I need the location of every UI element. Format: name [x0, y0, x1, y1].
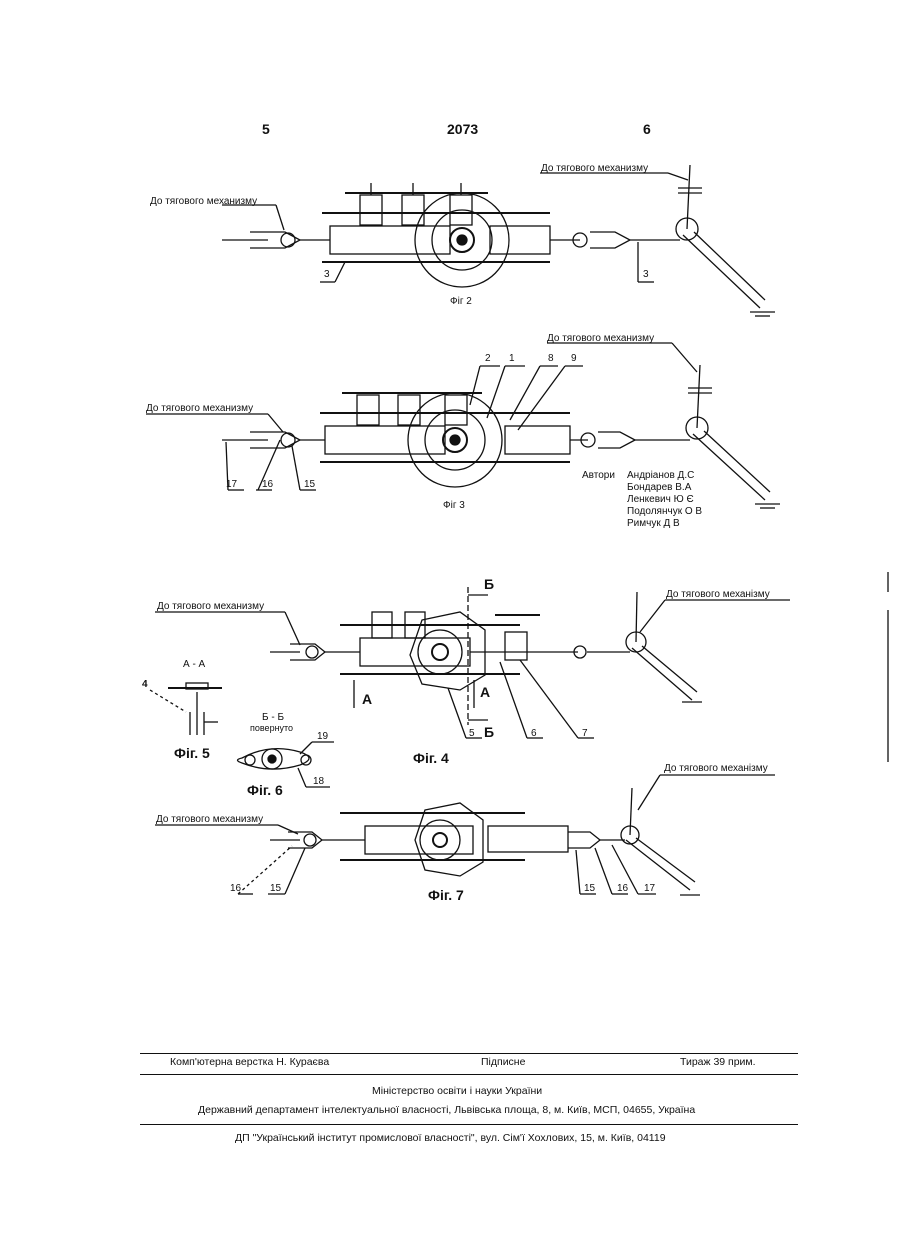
fig5-caption: Фіг. 5 [174, 745, 210, 761]
fig4-num-7: 7 [582, 728, 588, 739]
fig4-num-6: 6 [531, 728, 537, 739]
author-1: Андріанов Д.С [627, 470, 694, 481]
authors-label: Автори [582, 470, 615, 481]
fig7-label-right: До тягового механізму [664, 763, 768, 774]
fig3-num-17: 17 [226, 479, 237, 490]
footer-rule-top [140, 1053, 798, 1054]
fig4-section-a-left: А [362, 691, 372, 707]
fig4-label-left: До тягового механизму [157, 601, 264, 612]
fig4-section-b-top: Б [484, 576, 494, 592]
fig5-drawing [150, 683, 222, 735]
footer-institute: ДП "Український інститут промислової вла… [235, 1132, 666, 1144]
fig3-num-15: 15 [304, 479, 315, 490]
fig2-num-3-left: 3 [324, 269, 330, 280]
fig7-num-16-right: 16 [617, 883, 628, 894]
fig2-drawing [222, 165, 775, 316]
fig3-label-right: До тягового механизму [547, 333, 654, 344]
fig7-num-15-right: 15 [584, 883, 595, 894]
author-3: Ленкевич Ю Є [627, 494, 694, 505]
fig6-title-line1: Б - Б [262, 712, 284, 723]
fig4-num-5: 5 [469, 728, 475, 739]
fig4-label-right: До тягового механізму [666, 589, 770, 600]
fig4-caption: Фіг. 4 [413, 750, 449, 766]
footer-department: Державний департамент інтелектуальної вл… [198, 1104, 695, 1116]
fig4-section-a-right: А [480, 684, 490, 700]
fig6-caption: Фіг. 6 [247, 782, 283, 798]
fig6-num-18: 18 [313, 776, 324, 787]
fig6-title-line2: повернуто [250, 723, 293, 733]
fig2-label-right: До тягового механизму [541, 163, 648, 174]
fig3-caption: Фіг 3 [443, 500, 465, 511]
fig7-num-15-left: 15 [270, 883, 281, 894]
fig3-num-9: 9 [571, 353, 577, 364]
author-5: Римчук Д В [627, 518, 680, 529]
author-2: Бондарев В.А [627, 482, 691, 493]
fig2-label-left: До тягового механизму [150, 196, 257, 207]
fig5-title: А - А [183, 659, 205, 670]
footer-rule-bottom [140, 1124, 798, 1125]
fig7-caption: Фіг. 7 [428, 887, 464, 903]
fig7-num-17-right: 17 [644, 883, 655, 894]
fig3-num-2: 2 [485, 353, 491, 364]
fig7-num-16-left: 16 [230, 883, 241, 894]
fig7-label-left: До тягового механизму [156, 814, 263, 825]
footer-print-run: Тираж 39 прим. [680, 1056, 756, 1068]
fig3-num-8: 8 [548, 353, 554, 364]
fig2-caption: Фіг 2 [450, 296, 472, 307]
fig5-num-4: 4 [142, 679, 148, 690]
footer-typesetter: Комп'ютерна верстка Н. Кураєва [170, 1056, 329, 1068]
footer-rule-mid [140, 1074, 798, 1075]
fig3-label-left: До тягового механизму [146, 403, 253, 414]
fig3-num-1: 1 [509, 353, 515, 364]
author-4: Подолянчук О В [627, 506, 702, 517]
fig2-num-3-right: 3 [643, 269, 649, 280]
footer-signed: Підписне [481, 1056, 525, 1068]
footer-ministry: Міністерство освіти і науки України [372, 1085, 542, 1097]
fig3-num-16: 16 [262, 479, 273, 490]
fig6-num-19: 19 [317, 731, 328, 742]
fig4-section-b-bottom: Б [484, 724, 494, 740]
